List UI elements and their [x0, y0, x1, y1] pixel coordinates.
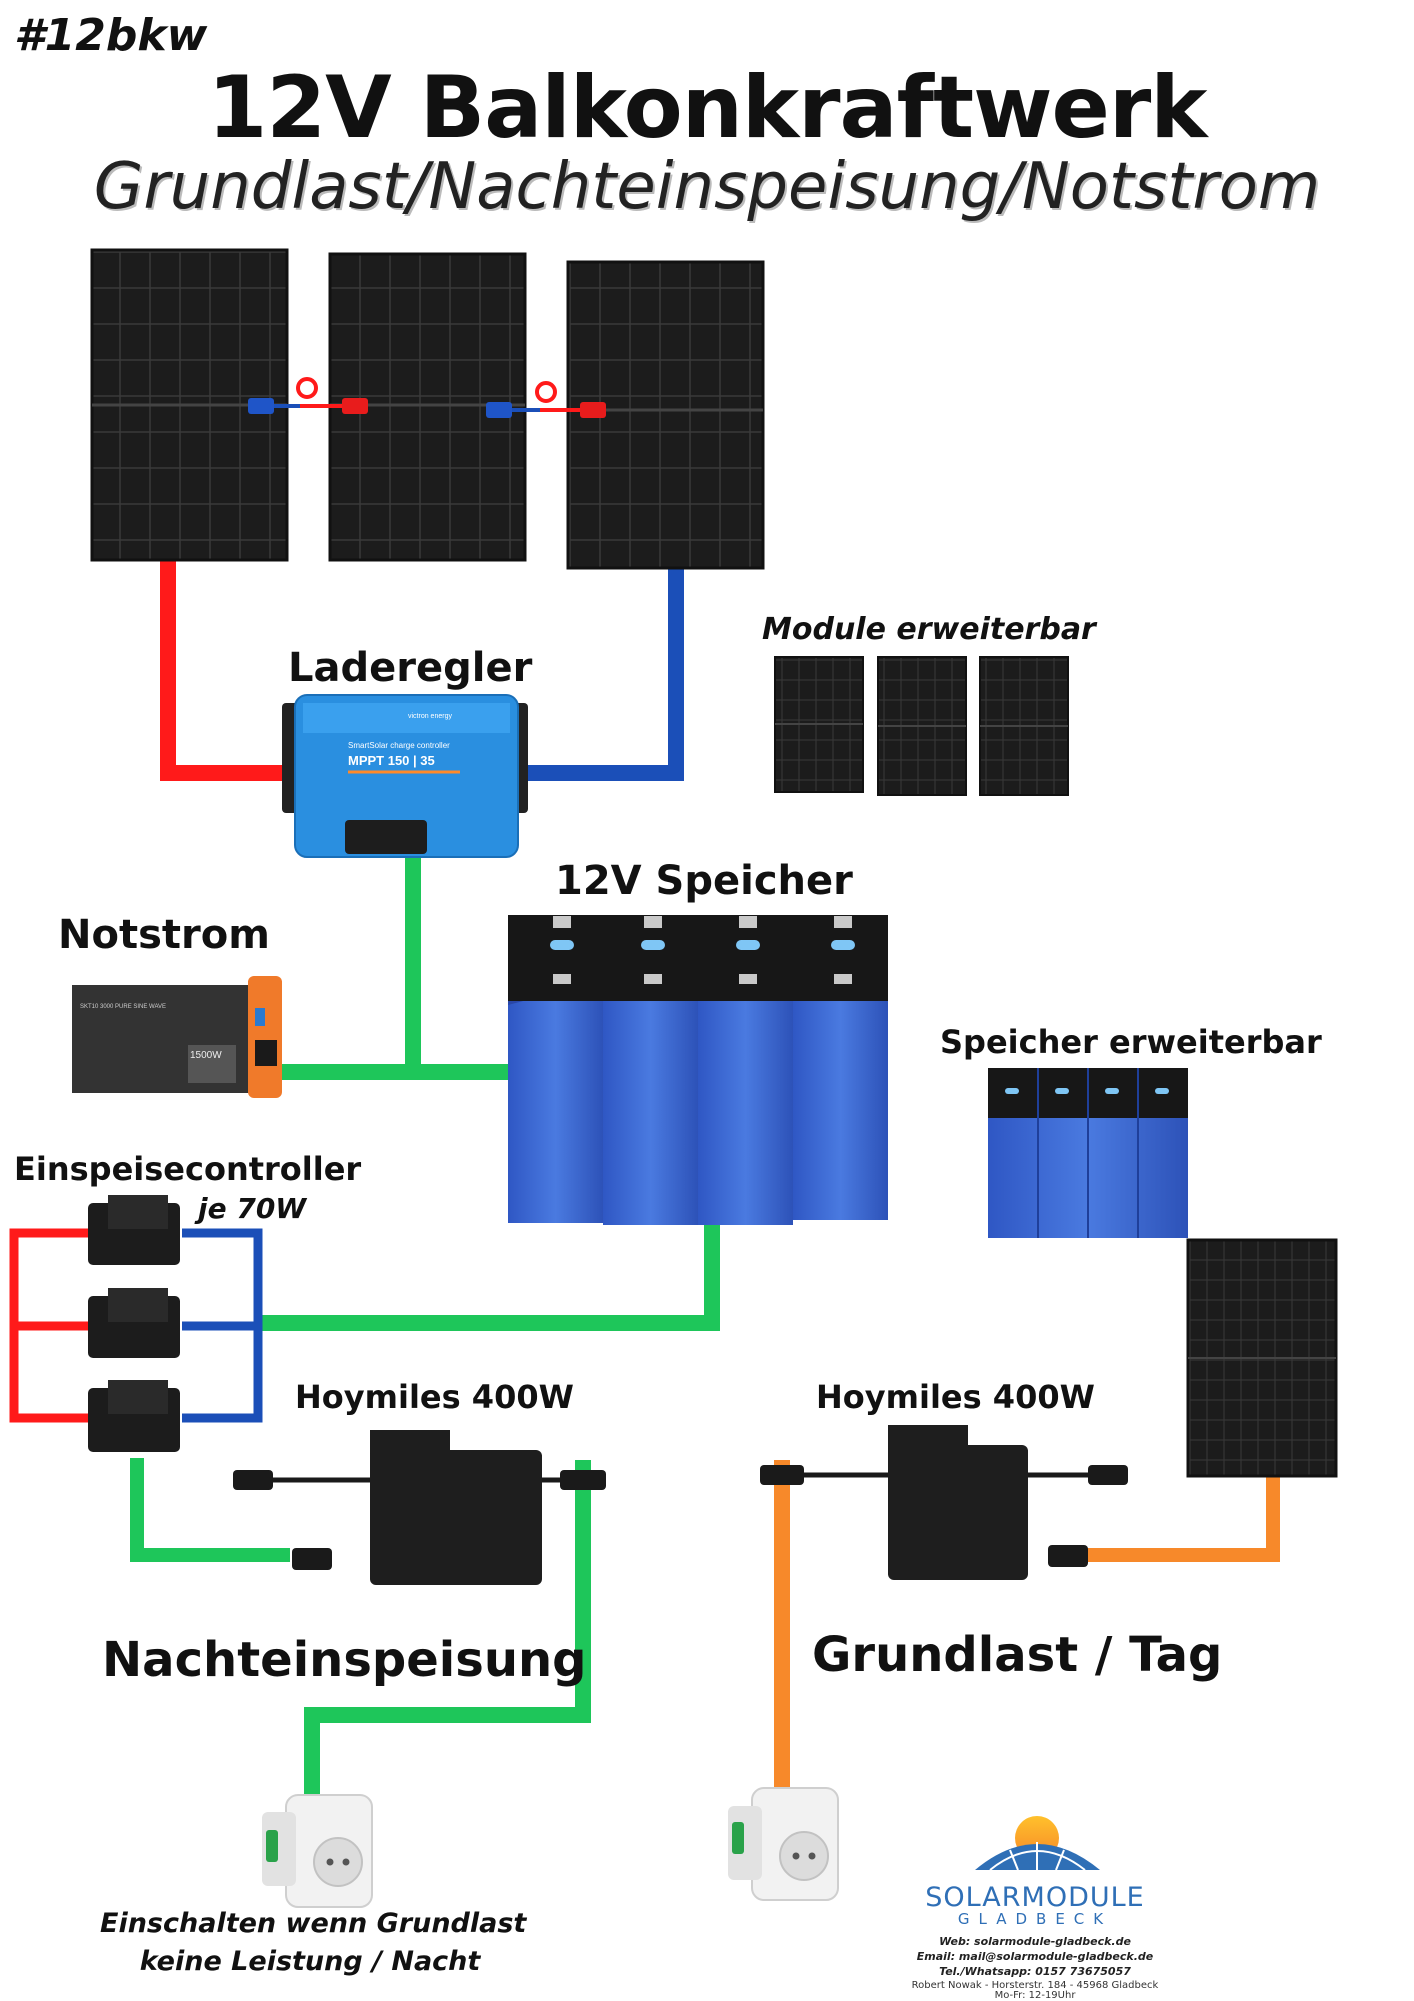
battery-pack	[508, 915, 888, 1225]
feed-controller-2	[88, 1288, 180, 1358]
mppt-model-text: MPPT 150 | 35	[348, 753, 435, 768]
smart-plug-day	[728, 1787, 839, 1901]
note-line-1: Einschalten wenn Grundlast	[100, 1908, 527, 1939]
inverter-rating-text: 1500W	[190, 1050, 222, 1061]
battery-cell-1	[508, 915, 603, 1223]
battery-cell-4	[793, 915, 888, 1220]
label-modules-expandable: Module erweiterbar	[762, 612, 1096, 647]
series-connector-2	[486, 381, 606, 418]
hoymiles-right	[760, 1425, 1128, 1580]
label-backup-power: Notstrom	[58, 912, 270, 958]
company-hours: Mo-Fr: 12-19Uhr	[994, 1990, 1076, 2001]
label-feed-controller: Einspeisecontroller	[14, 1150, 362, 1188]
mppt-line1-text: SmartSolar charge controller	[348, 741, 450, 750]
feed-inverter-cable	[130, 1458, 290, 1562]
pv-negative-cable	[510, 555, 684, 781]
label-charge-controller: Laderegler	[288, 645, 533, 691]
hashtag: #12bkw	[14, 10, 208, 61]
company-phone: Tel./Whatsapp: 0157 73675057	[939, 1965, 1131, 1978]
battery-cell-2	[603, 915, 698, 1225]
label-inverter-right: Hoymiles 400W	[816, 1378, 1095, 1416]
pv-positive-cable	[160, 548, 300, 781]
night-ac-cable	[304, 1460, 591, 1800]
page-subtitle: Grundlast/Nachteinspeisung/Notstrom	[93, 150, 1321, 224]
pv-panel-day	[1186, 1238, 1338, 1478]
battery-cell-3	[698, 915, 793, 1225]
page-title: 12V Balkonkraftwerk	[207, 58, 1208, 158]
backup-inverter: 1500W SKT10 3000 PURE SINE WAVE	[72, 976, 282, 1098]
expansion-panels	[774, 656, 1069, 796]
company-email: Email: mail@solarmodule-gladbeck.de	[916, 1950, 1154, 1963]
label-night-feed: Nachteinspeisung	[102, 1632, 587, 1688]
cables	[9, 548, 1280, 1800]
feed-controller-1	[88, 1195, 180, 1265]
expansion-battery	[988, 1068, 1188, 1238]
company-web: Web: solarmodule-gladbeck.de	[939, 1935, 1131, 1948]
smart-plug-night	[262, 1794, 373, 1908]
mppt-brand-text: victron energy	[408, 713, 452, 720]
label-inverter-left: Hoymiles 400W	[295, 1378, 574, 1416]
series-connector-1	[248, 377, 368, 414]
hoymiles-left	[233, 1430, 606, 1585]
label-feed-controller-sub: je 70W	[198, 1192, 307, 1225]
note-line-2: keine Leistung / Nacht	[139, 1946, 481, 1977]
company-name: SOLARMODULE	[925, 1882, 1145, 1913]
feed-controller-3	[88, 1380, 180, 1452]
day-pv-cable	[1085, 1470, 1280, 1562]
inverter-model-text: SKT10 3000 PURE SINE WAVE	[80, 1004, 166, 1010]
company-logo	[975, 1816, 1100, 1871]
company-address: Robert Nowak - Horsterstr. 184 - 45968 G…	[911, 1980, 1159, 1991]
mppt-charge-controller: victron energy SmartSolar charge control…	[282, 694, 528, 858]
label-base-load-day: Grundlast / Tag	[812, 1627, 1223, 1683]
label-battery-expandable: Speicher erweiterbar	[940, 1023, 1322, 1061]
battery-feed-cable	[258, 1225, 720, 1331]
label-battery: 12V Speicher	[555, 858, 853, 904]
company-city: GLADBECK	[957, 1910, 1113, 1928]
